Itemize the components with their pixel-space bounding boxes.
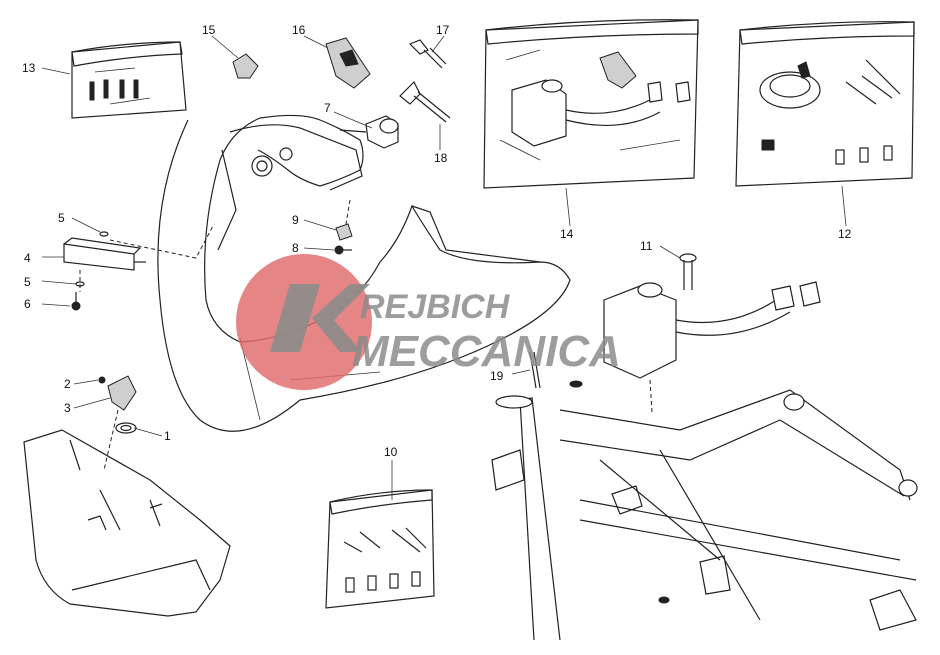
watermark-text-line2: MECCANICA (352, 327, 621, 376)
callout-14: 14 (560, 227, 574, 241)
watermark-text-line1: REJBICH (360, 288, 511, 326)
part-8-screw (334, 245, 352, 255)
ignition-switch-assembly (603, 281, 821, 379)
leader-lines (41, 35, 847, 500)
callout-18: 18 (434, 151, 448, 165)
part-4-bracket (63, 237, 146, 271)
part-7-ignition-lock (339, 115, 399, 149)
part-3-sensor (107, 375, 137, 411)
callout-labels: 13 15 16 17 18 7 9 8 5 4 5 6 2 3 1 14 12… (22, 23, 852, 459)
part-16-key-fob (325, 37, 371, 89)
callout-11: 11 (640, 239, 653, 253)
part-13-bag (71, 41, 187, 119)
part-10-kit-bag (325, 489, 435, 609)
callout-9: 9 (292, 213, 299, 227)
callout-8: 8 (292, 241, 299, 255)
motorcycle-frame (491, 380, 918, 641)
part-11-bolt (679, 253, 697, 290)
callout-13: 13 (22, 61, 36, 75)
callout-12: 12 (838, 227, 852, 241)
part-2-screw (98, 376, 106, 384)
callout-1: 1 (164, 429, 171, 443)
callout-7: 7 (324, 101, 331, 115)
callout-10: 10 (384, 445, 398, 459)
watermark-logo: REJBICH MECCANICA (236, 254, 621, 390)
part-17-key-blank (408, 39, 447, 69)
callout-4: 4 (24, 251, 31, 265)
part-9-nut (335, 223, 353, 241)
lower-fairing-panel (23, 429, 231, 617)
callout-3: 3 (64, 401, 71, 415)
callout-5-bottom: 5 (24, 275, 31, 289)
callout-2: 2 (64, 377, 71, 391)
part-15-key-cover (232, 53, 259, 79)
callout-19: 19 (490, 369, 504, 383)
callout-17: 17 (436, 23, 450, 37)
part-14-switch-kit-bag (483, 19, 699, 189)
part-5-washer-top (99, 231, 109, 237)
callout-5-top: 5 (58, 211, 65, 225)
part-12-fuel-cap-kit-bag (735, 21, 915, 187)
fairing-support (157, 114, 571, 432)
part-18-key-blank (399, 80, 451, 123)
part-1-gasket (115, 422, 137, 434)
callout-15: 15 (202, 23, 216, 37)
part-19-pin (529, 351, 541, 389)
callout-16: 16 (292, 23, 306, 37)
callout-6: 6 (24, 297, 31, 311)
part-6-screw (71, 292, 81, 311)
